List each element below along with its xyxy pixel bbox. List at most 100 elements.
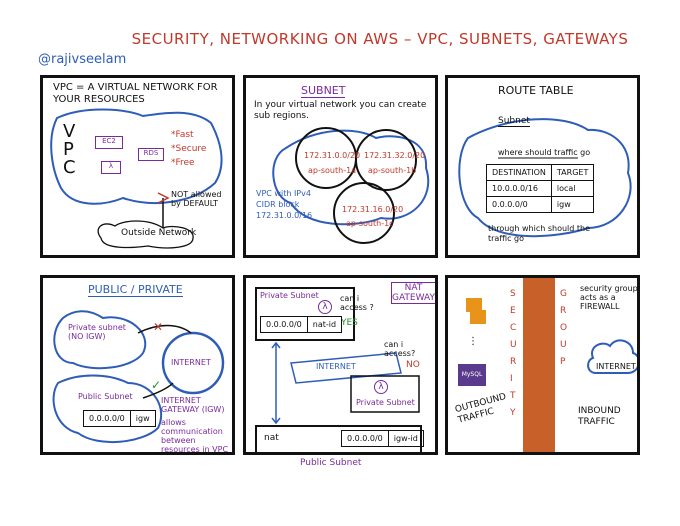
sg-letter: Y — [510, 408, 516, 418]
public-route-target: igw — [129, 410, 156, 427]
igw-note: allows communication between resources i… — [161, 418, 229, 454]
subnet-2-az: ap-south-1b — [368, 166, 417, 175]
outside-network-label: Outside Network — [121, 228, 197, 238]
table-row: 10.0.0.0/16 local — [486, 180, 595, 197]
public-route-row: 0.0.0.0/0 igw-id — [341, 430, 424, 447]
sg-letter: U — [560, 340, 567, 350]
yes-label: YES — [341, 318, 358, 328]
igw-label: INTERNET GATEWAY (IGW) — [161, 396, 225, 414]
sg-letter: R — [560, 306, 567, 316]
private-subnet-label-2: Private Subnet — [356, 398, 415, 407]
inbound-label: INBOUND TRAFFIC — [578, 406, 621, 427]
public-subnet-caption: Public Subnet — [300, 458, 362, 468]
lambda-icon: λ — [318, 300, 332, 314]
firewall-wall — [523, 278, 555, 452]
route-row-2-dest: 0.0.0.0/0 — [486, 196, 552, 213]
route-table: DESTINATION TARGET 10.0.0.0/16 local 0.0… — [486, 164, 595, 213]
benefit-fast: *Fast — [171, 130, 194, 140]
private-route-row: 0.0.0.0/0 nat-id — [260, 316, 343, 333]
route-row-1-target: local — [550, 180, 595, 197]
internet-label: INTERNET — [316, 362, 356, 371]
no-label: NO — [406, 360, 420, 370]
table-row: 0.0.0.0/0 igw — [486, 196, 595, 213]
subnet-1-az: ap-south-1a — [308, 166, 357, 175]
mysql-icon: MySQL — [458, 364, 486, 386]
ec2-box: EC2 — [95, 136, 123, 149]
subnet-3-az: ap-south-1c — [346, 219, 394, 228]
route-col-destination: DESTINATION — [486, 164, 552, 181]
sg-letter: R — [510, 357, 517, 367]
vpc-panel: VPC = A VIRTUAL NETWORK FOR YOUR RESOURC… — [40, 75, 235, 258]
table-row: 0.0.0.0/0 igw — [83, 410, 156, 427]
public-private-drawing — [52, 310, 225, 444]
route-cloud-outline — [458, 118, 632, 238]
blocked-x-icon: ✕ — [153, 320, 164, 334]
nat-gateway-box: NAT GATEWAY — [391, 282, 435, 304]
internet-label: INTERNET — [596, 362, 636, 371]
internet-cloud — [587, 339, 637, 374]
table-row: 0.0.0.0/0 nat-id — [260, 316, 343, 333]
security-group-panel: S E C U R I T Y G R O U P ⋮ MySQL securi… — [445, 275, 640, 455]
lambda-icon-2: λ — [374, 380, 388, 394]
benefit-free: *Free — [171, 158, 195, 168]
lambda-box: λ — [101, 161, 121, 174]
private-route-dest: 0.0.0.0/0 — [260, 316, 308, 333]
public-row-nat: nat — [264, 433, 279, 443]
public-private-heading: PUBLIC / PRIVATE — [88, 283, 183, 297]
subnet-3-cidr: 172.31.16.0/20 — [342, 205, 404, 214]
table-row: 0.0.0.0/0 igw-id — [341, 430, 424, 447]
sg-letter: P — [560, 357, 566, 367]
page-title: SECURITY, NETWORKING ON AWS – VPC, SUBNE… — [131, 30, 629, 48]
can-i-access-question-2: can i access? — [384, 340, 416, 358]
security-letters-left: S E C U R I T Y — [510, 286, 520, 422]
internet-label: INTERNET — [171, 358, 211, 367]
route-col-target: TARGET — [550, 164, 595, 181]
sg-letter: E — [510, 306, 516, 316]
server-icon — [466, 298, 482, 312]
not-allowed-note: NOT allowed by DEFAULT — [171, 190, 222, 208]
benefit-secure: *Secure — [171, 144, 207, 154]
public-route-dest: 0.0.0.0/0 — [83, 410, 131, 427]
server-icon — [470, 310, 486, 324]
route-table-panel: ROUTE TABLE Subnet where should traffic … — [445, 75, 640, 258]
public-route-dest: 0.0.0.0/0 — [341, 430, 389, 447]
allowed-check-icon: ✓ — [151, 378, 162, 392]
sg-letter: C — [510, 323, 517, 333]
vpc-letters: VPC — [63, 121, 76, 178]
route-subnet-label: Subnet — [498, 116, 530, 127]
subnet-1-cidr: 172.31.0.0/20 — [304, 151, 361, 160]
route-footer: through which should the traffic go — [488, 224, 590, 243]
group-letters-right: G R O U P — [560, 286, 570, 371]
private-route-target: nat-id — [306, 316, 343, 333]
can-i-access-question: can i access ? — [340, 294, 374, 312]
public-private-panel: PUBLIC / PRIVATE Private subnet (NO IGW)… — [40, 275, 235, 455]
public-route-row: 0.0.0.0/0 igw — [83, 410, 156, 427]
route-row-1-dest: 10.0.0.0/16 — [486, 180, 552, 197]
nat-panel: Private Subnet λ can i access ? NAT GATE… — [243, 275, 438, 455]
vpc-cidr-note: VPC with IPv4 CIDR block 172.31.0.0/16 — [256, 189, 313, 220]
subnet-description: In your virtual network you can create s… — [254, 100, 427, 121]
sg-letter: G — [560, 289, 567, 299]
sg-firewall-note: security group acts as a FIREWALL — [580, 284, 638, 311]
public-subnet-label: Public Subnet — [78, 392, 133, 401]
private-subnet-label: Private Subnet — [260, 291, 319, 300]
sg-letter: U — [510, 340, 517, 350]
sg-letter: S — [510, 289, 516, 299]
route-question: where should traffic go — [498, 148, 591, 157]
sg-letter: I — [510, 374, 513, 384]
subnet-2-cidr: 172.31.32.0/20 — [364, 151, 426, 160]
vpc-heading: VPC = A VIRTUAL NETWORK FOR YOUR RESOURC… — [53, 82, 218, 105]
private-subnet-label: Private subnet (NO IGW) — [68, 323, 126, 341]
subnet-cloud-outline — [272, 127, 430, 244]
vpc-cloud-outline — [50, 108, 223, 249]
subnet-panel: SUBNET In your virtual network you can c… — [243, 75, 438, 258]
more-dots-icon: ⋮ — [468, 336, 478, 347]
rds-box: RDS — [138, 148, 164, 161]
public-route-target: igw-id — [387, 430, 424, 447]
route-table-heading: ROUTE TABLE — [498, 84, 574, 97]
author-handle: @rajivseelam — [38, 52, 127, 67]
sg-letter: T — [510, 391, 516, 401]
route-row-2-target: igw — [550, 196, 595, 213]
sg-letter: O — [560, 323, 568, 333]
subnet-heading: SUBNET — [301, 84, 346, 98]
